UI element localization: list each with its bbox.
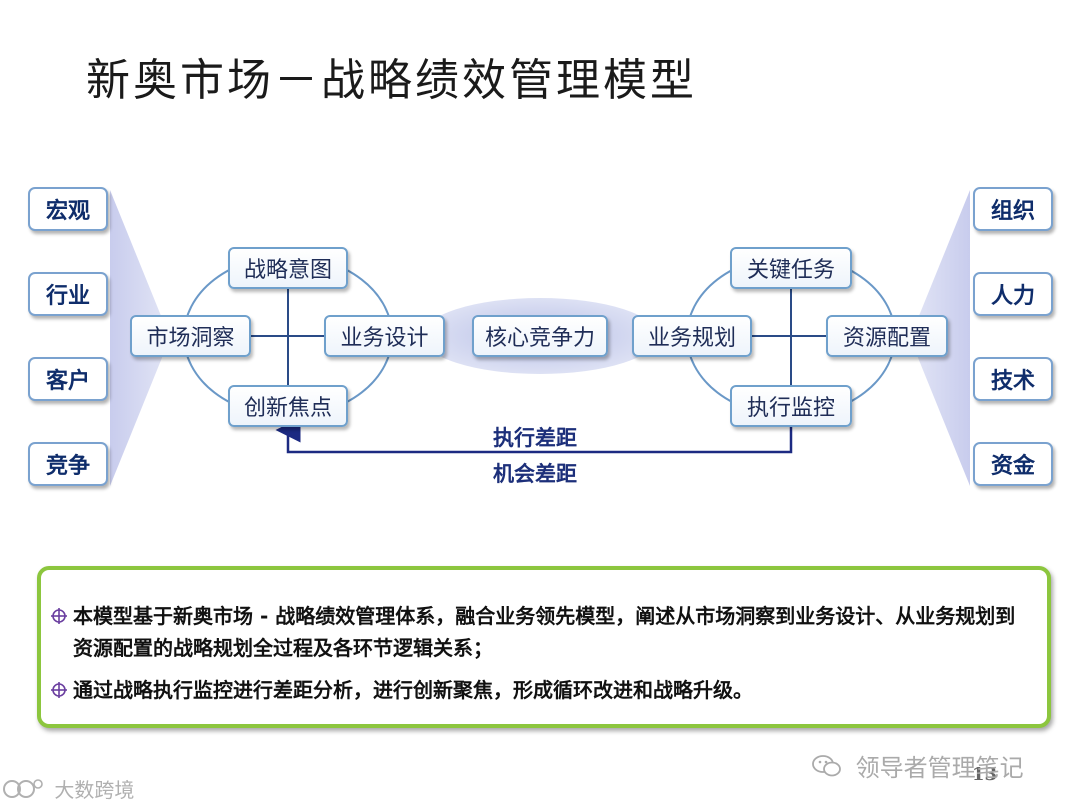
brand-logo-icon <box>2 778 44 805</box>
node-business-planning: 业务规划 <box>632 315 752 357</box>
page-number: 13 <box>972 764 998 785</box>
watermark-left: 大数跨境 <box>2 774 134 805</box>
node-strategic-intent: 战略意图 <box>228 247 348 289</box>
gap-feedback-arrow <box>275 417 793 454</box>
node-core-competence: 核心竞争力 <box>472 315 608 357</box>
node-execution-monitoring: 执行监控 <box>730 385 852 427</box>
bullet-crosshair-icon <box>51 674 73 706</box>
summary-box: 本模型基于新奥市场 - 战略绩效管理体系，融合业务领先模型，阐述从市场洞察到业务… <box>37 566 1051 728</box>
pillar-funding: 资金 <box>973 442 1053 486</box>
summary-bullet-1: 本模型基于新奥市场 - 战略绩效管理体系，融合业务领先模型，阐述从市场洞察到业务… <box>51 600 1023 664</box>
opportunity-gap-label: 机会差距 <box>493 462 577 486</box>
page-title: 新奥市场－战略绩效管理模型 <box>86 55 697 106</box>
bullet-crosshair-icon <box>51 600 73 632</box>
execution-gap-label: 执行差距 <box>493 426 577 450</box>
summary-text-2: 通过战略执行监控进行差距分析，进行创新聚焦，形成循环改进和战略升级。 <box>73 678 753 702</box>
node-key-tasks: 关键任务 <box>730 247 852 289</box>
pillar-customer: 客户 <box>28 357 108 401</box>
watermark-right-text: 领导者管理笔记 <box>855 754 1024 782</box>
pillar-competition: 竞争 <box>28 442 108 486</box>
node-business-design: 业务设计 <box>324 315 445 357</box>
watermark-left-text: 大数跨境 <box>54 778 135 802</box>
pillar-organization: 组织 <box>973 187 1053 231</box>
watermark-right: 领导者管理笔记 <box>812 748 1024 784</box>
node-market-insight: 市场洞察 <box>130 315 251 357</box>
wechat-icon <box>812 754 842 784</box>
pillar-macro: 宏观 <box>28 187 108 231</box>
summary-bullet-2: 通过战略执行监控进行差距分析，进行创新聚焦，形成循环改进和战略升级。 <box>51 674 1023 706</box>
pillar-industry: 行业 <box>28 272 108 316</box>
pillar-technology: 技术 <box>973 357 1053 401</box>
node-innovation-focus: 创新焦点 <box>228 385 348 427</box>
summary-text-1: 本模型基于新奥市场 - 战略绩效管理体系，融合业务领先模型，阐述从市场洞察到业务… <box>73 604 1016 660</box>
pillar-manpower: 人力 <box>973 272 1053 316</box>
node-resource-allocation: 资源配置 <box>826 315 948 357</box>
